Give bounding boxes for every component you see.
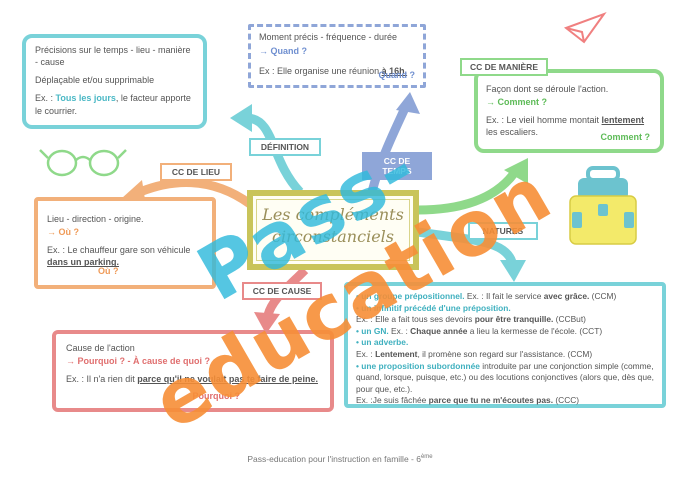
natures-text: Ex. :	[388, 325, 411, 336]
maniere-example-prefix: Ex. : Le vieil homme montait	[486, 115, 602, 126]
maniere-text: Façon dont se déroule l'action.	[486, 84, 609, 94]
title-line-1: Les compléments	[262, 205, 404, 224]
cc-temps-box: Moment précis - fréquence - durée → Quan…	[248, 24, 426, 88]
natures-tail: (CCC)	[553, 395, 580, 406]
connector-arrows	[39, 11, 637, 334]
temps-question: → Quand ?	[259, 46, 307, 57]
label-natures: NATURES	[468, 222, 538, 240]
lieu-example: Ex. : Le chauffeur gare son véhicule dan…	[47, 244, 203, 268]
natures-box: • un groupe prépositionnel. Ex. : Il fai…	[344, 282, 666, 408]
temps-question-2: Quand ?	[378, 69, 416, 80]
definition-arrowhead	[230, 104, 252, 132]
cc-maniere-box: Façon dont se déroule l'action. → Commen…	[474, 69, 664, 153]
natures-line: • un adverbe.	[356, 337, 654, 349]
temps-example-underlined: à 16h.	[381, 66, 408, 77]
natures-text: Ex. :Je suis fâchée	[356, 395, 429, 406]
label-cc-maniere: CC DE MANIÈRE	[460, 58, 548, 76]
main-title-frame: Les compléments circonstanciels	[247, 190, 419, 270]
label-cc-temps: CC DE TEMPS	[362, 152, 432, 180]
natures-bullet: • un adverbe.	[356, 337, 409, 348]
natures-bold: pour être tranquille.	[474, 314, 554, 325]
natures-line: Ex. : Elle a fait tous ses devoirs pour …	[356, 314, 654, 326]
label-cc-cause: CC DE CAUSE	[242, 282, 322, 300]
definition-box: Précisions sur le temps - lieu - manière…	[22, 34, 207, 129]
definition-example-prefix: Ex. :	[35, 93, 56, 104]
lieu-question-2: Où ?	[98, 265, 119, 276]
natures-bold: Chaque année	[410, 325, 468, 336]
natures-tail: a lieu la kermesse de l'école. (CCT)	[467, 325, 603, 336]
definition-text-1: Précisions sur le temps - lieu - manière…	[35, 45, 191, 68]
glasses-icon	[39, 149, 127, 177]
lieu-example-underlined: dans un parking.	[47, 257, 120, 268]
natures-line: • un infinitif précédé d'une préposition…	[356, 303, 654, 315]
natures-bullet: • un infinitif précédé d'une préposition…	[356, 302, 511, 313]
maniere-example: Ex. : Le vieil homme montait lentement l…	[486, 114, 652, 138]
cause-example-underlined: parce qu'il ne voulait pas te faire de p…	[137, 374, 318, 385]
natures-arrow	[417, 227, 517, 264]
temps-example: Ex : Elle organise une réunion à 16h.	[259, 65, 415, 77]
natures-text: Ex. : Elle a fait tous ses devoirs	[356, 314, 475, 325]
natures-line: Ex. :Je suis fâchée parce que tu ne m'éc…	[356, 395, 654, 407]
natures-bold: Lentement	[375, 348, 418, 359]
cc-lieu-box: Lieu - direction - origine. → Où ? Ex. :…	[34, 197, 216, 289]
temps-arrow	[367, 106, 410, 194]
lieu-example-prefix: Ex. : Le chauffeur gare son véhicule	[47, 245, 191, 256]
cause-example: Ex. : Il n'a rien dit parce qu'il ne vou…	[66, 373, 320, 385]
label-definition: DÉFINITION	[249, 138, 321, 156]
footer-superscript: ème	[420, 454, 433, 461]
cause-example-prefix: Ex. : Il n'a rien dit	[66, 374, 138, 385]
schoolbag-icon	[569, 166, 637, 245]
cause-arrowhead	[254, 312, 280, 334]
definition-text-2: Déplaçable et/ou supprimable	[35, 75, 155, 86]
label-cc-lieu: CC DE LIEU	[160, 163, 232, 181]
cause-question-2: Pourquoi ?	[192, 390, 241, 401]
temps-example-prefix: Ex : Elle organise une réunion	[259, 66, 382, 77]
natures-tail: (CCBut)	[553, 314, 586, 325]
natures-tail: , il promène son regard sur l'assistance…	[417, 348, 593, 359]
cc-cause-box: Cause de l'action → Pourquoi ? - À cause…	[52, 330, 334, 412]
lieu-arrow	[138, 178, 253, 208]
temps-text: Moment précis - fréquence - durée	[259, 32, 398, 42]
natures-line: • un groupe prépositionnel. Ex. : Il fai…	[356, 291, 654, 303]
natures-line: Ex. : Lentement, il promène son regard s…	[356, 349, 654, 361]
cause-text: Cause de l'action	[66, 343, 135, 353]
paper-plane-icon	[563, 11, 607, 44]
temps-arrowhead	[396, 92, 420, 114]
maniere-question-2: Comment ?	[600, 131, 651, 142]
definition-example: Ex. : Tous les jours, le facteur apporte…	[35, 92, 194, 116]
natures-bullet: • un GN.	[356, 325, 389, 336]
definition-example-highlight: Tous les jours	[55, 93, 116, 104]
natures-line: • un GN. Ex. : Chaque année a lieu la ke…	[356, 326, 654, 338]
maniere-example-underlined: lentement	[601, 115, 645, 126]
natures-text: introduite par une conjonction simple (c…	[356, 360, 654, 394]
natures-arrowhead	[500, 260, 526, 282]
maniere-question: → Comment ?	[486, 97, 548, 108]
natures-line: • une proposition subordonnée introduite…	[356, 361, 654, 396]
lieu-question: → Où ?	[47, 227, 79, 238]
natures-bold: avec grâce.	[543, 291, 590, 301]
natures-bullet: • une proposition subordonnée	[356, 360, 480, 371]
maniere-arrowhead	[504, 158, 528, 184]
lieu-text: Lieu - direction - origine.	[47, 214, 144, 224]
natures-bullet: • un groupe prépositionnel.	[356, 291, 465, 301]
maniere-example-rest: les escaliers.	[486, 127, 539, 138]
definition-example-rest: , le facteur apporte le courrier.	[35, 93, 191, 116]
natures-text: Ex. :	[356, 348, 376, 359]
footer: Pass-education pour l'instruction en fam…	[0, 454, 680, 464]
natures-tail: (CCM)	[589, 291, 617, 301]
natures-text: Ex. : Il fait le service	[464, 291, 544, 301]
cause-question: → Pourquoi ? - À cause de quoi ?	[66, 356, 211, 367]
maniere-arrow	[417, 169, 519, 215]
title-line-2: circonstanciels	[272, 227, 394, 247]
footer-text: Pass-education pour l'instruction en fam…	[247, 454, 421, 464]
natures-bold: parce que tu ne m'écoutes pas.	[428, 395, 554, 406]
